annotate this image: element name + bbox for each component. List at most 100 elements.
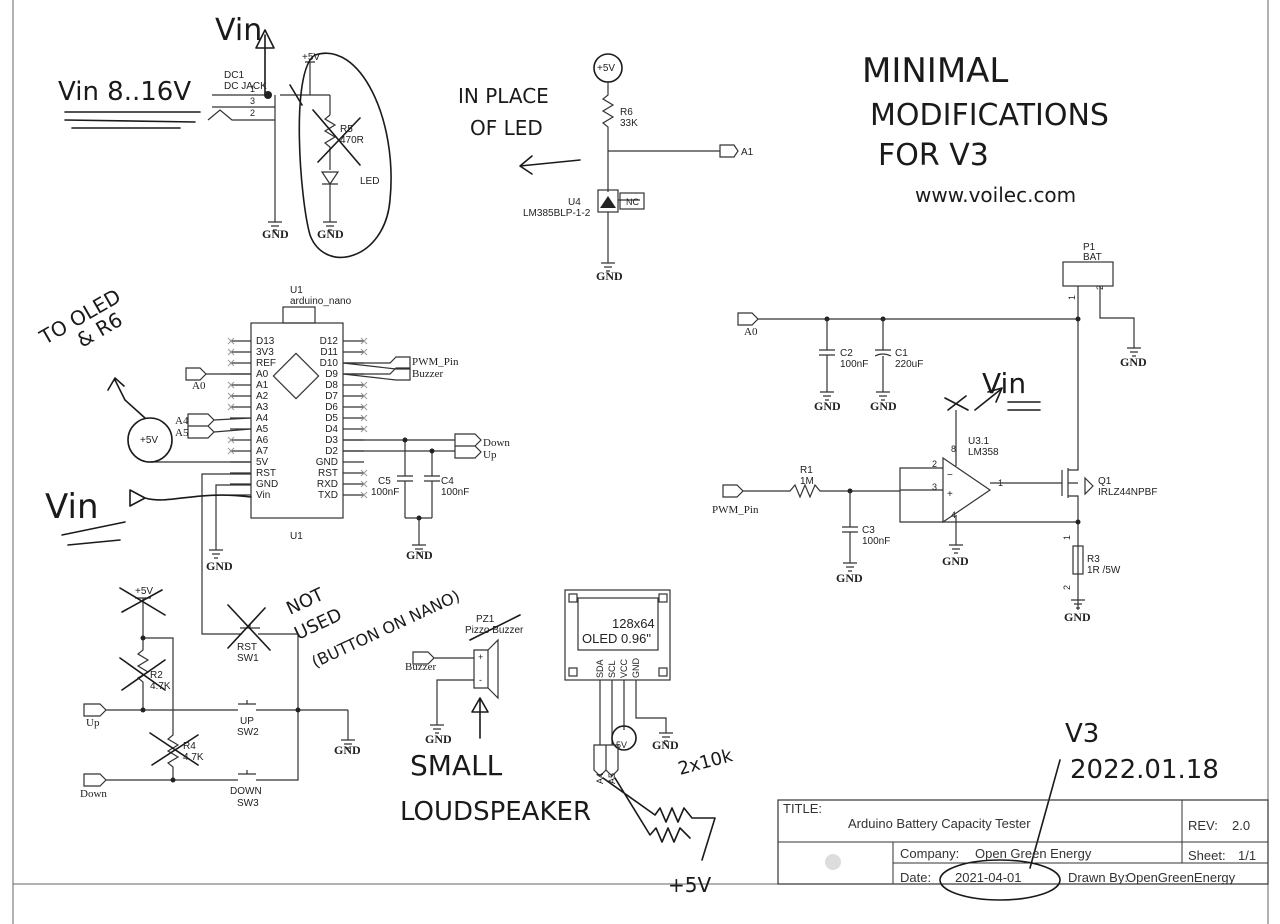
oled-a4-a5-ports: [593, 744, 619, 777]
sw2-symbol: [232, 700, 262, 711]
nano-name: arduino_nano: [290, 296, 352, 307]
u4-ref: U4: [568, 197, 581, 208]
oled-pin-label: GND: [631, 658, 641, 679]
gnd-label-r3: GND: [1064, 610, 1091, 624]
c4-ref: C4: [441, 476, 454, 487]
vin-hand-label: Vin: [215, 13, 262, 48]
r2-resistor: [135, 597, 151, 710]
r3-pin1: 1: [1062, 535, 1072, 540]
r5-val: 470R: [340, 135, 364, 146]
buzzer-net-label: Buzzer: [405, 661, 436, 673]
note-loudspeaker: LOUDSPEAKER: [400, 797, 591, 827]
nano-body: [250, 322, 344, 519]
nano-right-pin-label: D2: [325, 446, 338, 457]
a0-port-nano: [185, 367, 207, 381]
r5-resistor: [323, 114, 337, 170]
no-connect-mark: [360, 403, 368, 411]
nano-left-pin-label: A7: [256, 446, 269, 457]
oled-pin-label: SCL: [607, 660, 617, 678]
gnd-label-p1: GND: [1120, 355, 1147, 369]
dc-jack-name: DC JACK: [224, 81, 267, 92]
oled-a5: A5: [607, 773, 617, 784]
nano-right-pin-label: D3: [325, 435, 338, 446]
a4-label-nano: A4: [175, 415, 189, 427]
p1-wires: [1077, 286, 1141, 458]
pwm-label-load: PWM_Pin: [712, 504, 759, 516]
a0-label-nano: A0: [192, 380, 206, 392]
hand-vin-arrow: [944, 387, 1003, 411]
nano-usb: [282, 306, 316, 324]
q1-part: IRLZ44NPBF: [1098, 487, 1157, 498]
version-note: V3 2022.01.18: [1029, 719, 1219, 869]
company-value: Open Green Energy: [975, 846, 1092, 861]
gnd-label-c2: GND: [814, 399, 841, 413]
plus5v-rail: [280, 61, 331, 115]
a0-load-wire: [737, 312, 1078, 326]
no-connect-mark: [360, 348, 368, 356]
gnd-label-buzzer: GND: [425, 732, 452, 746]
r5-ref: R5: [340, 124, 353, 135]
gnd-label-oled: GND: [652, 738, 679, 752]
opamp-minus: −: [947, 470, 953, 481]
note-website: www.voilec.com: [915, 183, 1076, 207]
note-minimal: MINIMAL: [862, 51, 1008, 91]
note-version-date: 2022.01.18: [1070, 755, 1219, 785]
up-port-buttons: [83, 703, 107, 717]
nano-right-pin-label: TXD: [318, 490, 338, 501]
a0-label-load: A0: [744, 326, 758, 338]
u3-pin2: 2: [932, 459, 937, 469]
no-connect-mark: [360, 337, 368, 345]
nano-ref: U1: [290, 285, 303, 296]
down-label-nano: Down: [483, 437, 510, 449]
sw3-symbol: [232, 770, 262, 781]
gnd-label-caps: GND: [406, 548, 433, 562]
c2-cap: [819, 319, 835, 401]
down-up-ports-nano: [454, 433, 482, 459]
c1-val: 220uF: [895, 359, 923, 370]
pz1-ref: PZ1: [476, 614, 495, 625]
down-label-buttons: Down: [80, 788, 107, 800]
cross-out-buzzer: [469, 614, 521, 641]
circle-plus5v-nano: [127, 417, 173, 463]
dc-jack-pin2: 2: [250, 108, 255, 118]
dc-jack-pin3: 3: [250, 96, 255, 106]
u3-pin8: 8: [951, 444, 956, 454]
c4-c5-caps: [397, 440, 440, 545]
r1-ref: R1: [800, 465, 813, 476]
no-connect-mark: [360, 414, 368, 422]
note-2x10k: 2x10k: [676, 745, 736, 780]
nano-left-pin-label: GND: [256, 479, 278, 490]
no-connect-mark: [360, 491, 368, 499]
sw3-down: DOWN: [230, 786, 262, 797]
p1-name: BAT: [1083, 252, 1102, 263]
nano-left-pin-label: A3: [256, 402, 269, 413]
nano-left-pin-label: A6: [256, 435, 269, 446]
nano-left-pin-label: A0: [256, 369, 269, 380]
r1-val: 1M: [800, 476, 814, 487]
circle-oled-5v: [611, 725, 637, 751]
no-connect-mark: [360, 392, 368, 400]
nano-chip: [272, 352, 320, 400]
vin-hand-load: Vin: [982, 367, 1026, 400]
buzzer-gnd-wire: [430, 679, 474, 734]
a4-a5-wires: [213, 417, 252, 433]
nano-right-pin-label: RXD: [317, 479, 338, 490]
pwm-label-nano: PWM_Pin: [412, 356, 459, 368]
vin-hand-load-underline: [1007, 401, 1041, 411]
note-of-led: OF LED: [470, 116, 543, 140]
rev-value: 2.0: [1232, 818, 1250, 833]
opamp-plus: +: [947, 489, 953, 500]
sw1-symbol: [237, 624, 263, 635]
r2-val: 4.7K: [150, 681, 171, 692]
no-connect-mark: [360, 469, 368, 477]
p1-connector: [1062, 261, 1114, 287]
no-connect-mark: [227, 359, 235, 367]
u3-supply-wires: [949, 410, 963, 554]
gnd-symbol-ref: [601, 212, 615, 272]
nano-left-pin-label: REF: [256, 358, 276, 369]
title-label: TITLE:: [783, 801, 822, 816]
nano-left-pin-label: D13: [256, 336, 275, 347]
